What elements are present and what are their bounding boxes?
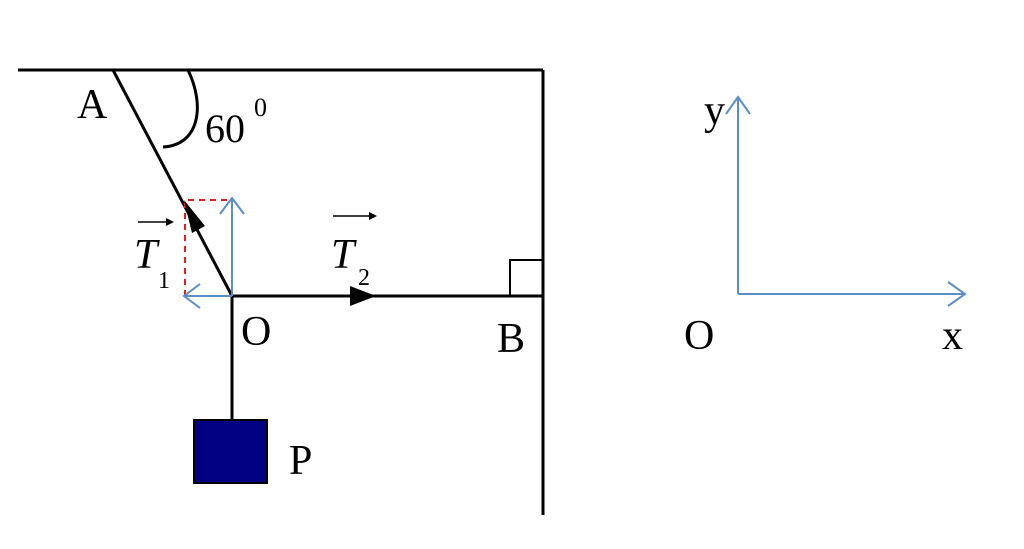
component-dashed-box <box>184 199 229 296</box>
t1-horizontal-arrowhead <box>182 283 201 309</box>
t1-vertical-arrowhead <box>219 196 245 215</box>
label-axis-y: y <box>704 88 725 134</box>
right-angle-marker <box>509 259 543 296</box>
y-axis-arrowhead <box>725 95 751 115</box>
label-point-b: B <box>497 316 525 362</box>
label-t2: T <box>331 232 357 278</box>
t1-overbar-head <box>166 218 174 226</box>
t1-arrowhead <box>184 200 205 233</box>
label-t1-sub: 1 <box>158 268 170 294</box>
t2-arrowhead <box>350 286 376 306</box>
block-p <box>193 419 268 484</box>
x-axis-arrowhead <box>947 281 967 307</box>
angle-arc <box>162 69 199 149</box>
rope-ao <box>111 69 234 297</box>
label-point-o: O <box>241 309 271 355</box>
label-axis-origin: O <box>684 313 714 359</box>
label-point-a: A <box>77 82 108 128</box>
label-t1: T <box>134 232 160 278</box>
label-angle-sup: 0 <box>254 93 267 122</box>
label-axis-x: x <box>942 313 963 359</box>
label-point-p: P <box>289 438 312 484</box>
label-angle: 60 <box>205 106 245 151</box>
label-t2-sub: 2 <box>358 265 370 291</box>
t2-overbar-head <box>369 212 377 220</box>
